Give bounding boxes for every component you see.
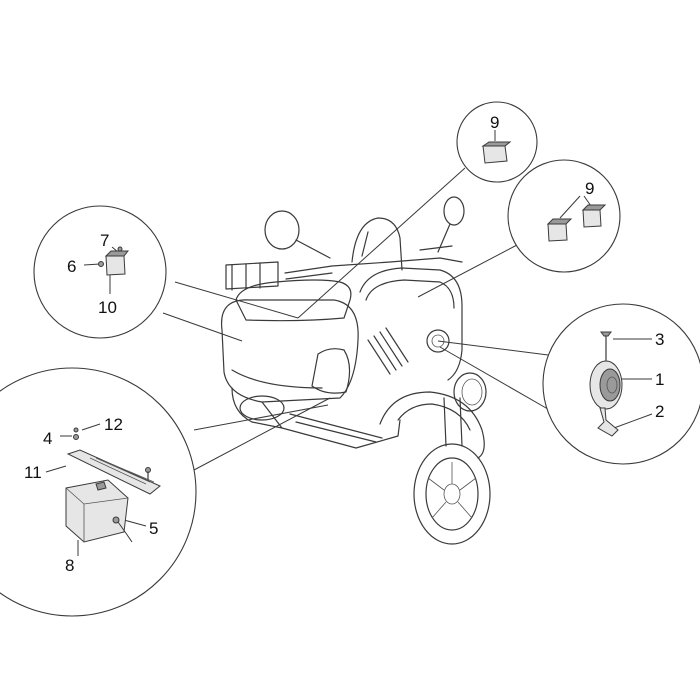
callout-11: 11	[24, 463, 42, 482]
leader-lines	[162, 167, 557, 471]
callout-9-right: 9	[585, 179, 594, 198]
callout-9-top: 9	[490, 113, 499, 132]
callout-5: 5	[149, 519, 158, 538]
detail-circle-relay-left	[33, 205, 167, 339]
callout-2: 2	[655, 402, 664, 421]
callout-3: 3	[655, 330, 664, 349]
relay-part-left	[83, 246, 130, 294]
callout-12: 12	[104, 415, 123, 434]
horn-part	[589, 331, 653, 437]
callout-10: 10	[98, 298, 117, 317]
relay-parts-right	[546, 195, 607, 242]
relay-part-top	[481, 130, 512, 164]
callout-8: 8	[65, 556, 74, 575]
callout-4: 4	[43, 429, 52, 448]
callout-7: 7	[100, 231, 109, 250]
detail-circle-relays-right	[507, 159, 621, 273]
callout-1: 1	[655, 370, 664, 389]
battery-part	[45, 423, 161, 556]
callout-6: 6	[67, 257, 76, 276]
scooter-drawing	[220, 196, 491, 545]
